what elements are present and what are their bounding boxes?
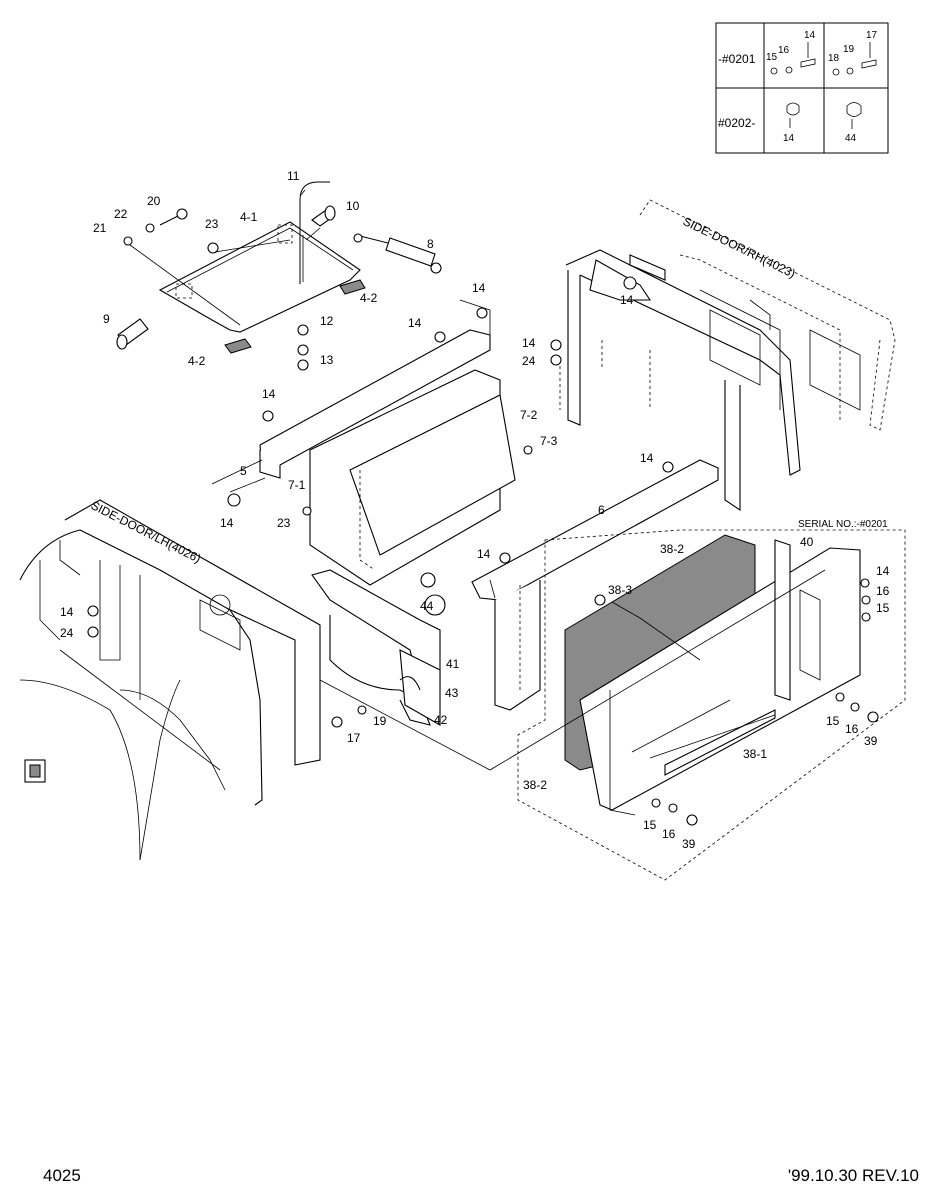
callout-16: 16 <box>662 827 676 841</box>
serial-box-assembly <box>517 529 906 881</box>
table-callout: 44 <box>845 133 857 144</box>
callout-8: 8 <box>427 237 434 251</box>
frame-rh: SIDE-DOOR/RH(4023) <box>559 199 896 512</box>
table-row1-label: -#0201 <box>718 52 756 66</box>
callout-38-3: 38-3 <box>608 583 632 597</box>
callout-14: 14 <box>477 547 491 561</box>
callout-38-2: 38-2 <box>523 778 547 792</box>
callout-19: 19 <box>373 714 387 728</box>
callout-17: 17 <box>347 731 361 745</box>
callout-23: 23 <box>277 516 291 530</box>
callout-38-1: 38-1 <box>743 747 767 761</box>
callout-42: 42 <box>434 713 448 727</box>
leader-lines <box>129 189 826 771</box>
callout-labels: 11 10 20 22 21 23 4-1 8 4-2 9 12 4-2 13 … <box>60 169 890 851</box>
callout-15: 15 <box>876 601 890 615</box>
washer-icon <box>832 68 840 76</box>
callout-16: 16 <box>845 722 859 736</box>
bolt-icon <box>800 58 816 68</box>
callout-11: 11 <box>287 169 300 183</box>
callout-14: 14 <box>220 516 234 530</box>
callout-14: 14 <box>472 281 486 295</box>
callout-24: 24 <box>60 626 74 640</box>
bolt-icon <box>861 59 877 69</box>
serial-table: -#0201 #0202- 14 15 16 17 18 19 14 44 <box>715 22 889 154</box>
nut-icon <box>785 66 793 74</box>
callout-14: 14 <box>640 451 654 465</box>
flange-bolt-icon <box>846 102 862 117</box>
callout-20: 20 <box>147 194 161 208</box>
callout-7-3: 7-3 <box>540 434 558 448</box>
callout-15: 15 <box>826 714 840 728</box>
callout-22: 22 <box>114 207 128 221</box>
side-door-rh-label: SIDE-DOOR/RH(4023) <box>681 214 798 281</box>
callout-13: 13 <box>320 353 334 367</box>
callout-24: 24 <box>522 354 536 368</box>
callout-6: 6 <box>598 503 605 517</box>
page-number: 4025 <box>43 1166 81 1185</box>
callout-44: 44 <box>420 599 434 613</box>
flange-bolt-icon <box>786 102 800 116</box>
callout-4-2: 4-2 <box>360 291 378 305</box>
cover-plate-assembly <box>116 181 442 371</box>
callout-10: 10 <box>346 199 360 213</box>
callout-40: 40 <box>800 535 814 549</box>
table-callout: 16 <box>778 45 790 56</box>
callout-7-1: 7-1 <box>288 478 306 492</box>
table-callout: 14 <box>783 133 795 144</box>
callout-12: 12 <box>320 314 334 328</box>
frame-lh: SIDE-DOOR/LH(4026) <box>19 498 321 861</box>
callout-5: 5 <box>240 464 247 478</box>
callout-7-2: 7-2 <box>520 408 538 422</box>
washer-icon <box>770 67 778 75</box>
brackets-and-panels <box>259 299 719 711</box>
table-callout: 14 <box>804 30 816 41</box>
callout-14: 14 <box>408 316 422 330</box>
callout-41: 41 <box>446 657 460 671</box>
table-callout: 18 <box>828 53 840 64</box>
callout-14: 14 <box>60 605 74 619</box>
callout-4-1: 4-1 <box>240 210 258 224</box>
callout-39: 39 <box>864 734 878 748</box>
serial-note: SERIAL NO.:-#0201 <box>798 519 888 530</box>
callout-15: 15 <box>643 818 657 832</box>
callout-14: 14 <box>876 564 890 578</box>
callout-14: 14 <box>522 336 536 350</box>
callout-14: 14 <box>262 387 276 401</box>
nut-icon <box>846 67 854 75</box>
callout-39: 39 <box>682 837 696 851</box>
table-row2-label: #0202- <box>718 116 755 130</box>
callout-9: 9 <box>103 312 110 326</box>
bracket-41-42 <box>311 569 446 726</box>
callout-38-2: 38-2 <box>660 542 684 556</box>
callout-43: 43 <box>445 686 459 700</box>
callout-16: 16 <box>876 584 890 598</box>
table-callout: 19 <box>843 44 855 55</box>
table-callout: 15 <box>766 52 778 63</box>
table-callout: 17 <box>866 30 878 41</box>
callout-4-2: 4-2 <box>188 354 206 368</box>
callout-21: 21 <box>93 221 107 235</box>
callout-14: 14 <box>620 293 634 307</box>
revision-label: '99.10.30 REV.10 <box>787 1166 919 1185</box>
fasteners <box>87 276 674 728</box>
callout-23: 23 <box>205 217 219 231</box>
